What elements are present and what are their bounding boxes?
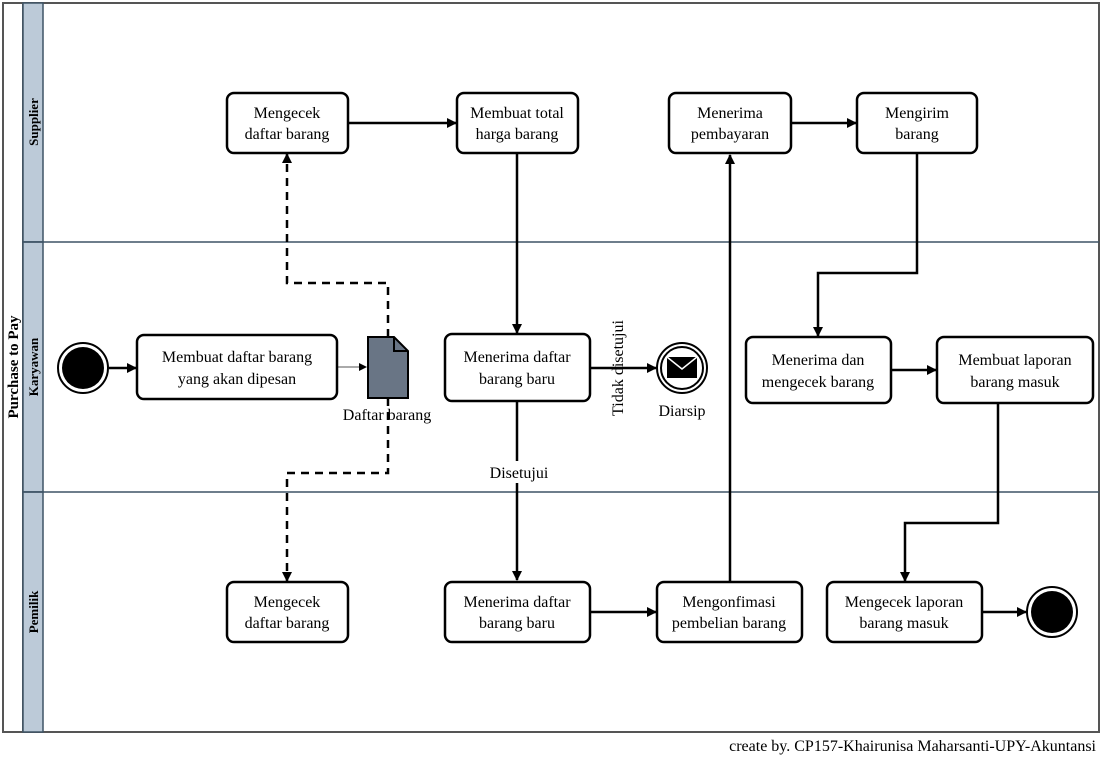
task-text: Mengecek bbox=[254, 594, 321, 611]
task-text: Mengecek laporan bbox=[845, 594, 964, 611]
task-text: Mengecek bbox=[254, 105, 321, 122]
edge-label-disetujui: Disetujui bbox=[490, 465, 549, 482]
lane-label-supplier: Supplier bbox=[26, 98, 41, 146]
task-text: Mengonfimasi bbox=[682, 594, 776, 611]
task-text: pembayaran bbox=[691, 126, 769, 143]
task-supplier-total-harga: Membuat total harga barang bbox=[455, 91, 580, 155]
edge-kirim-to-cek-barang bbox=[813, 154, 919, 337]
task-text: Membuat total bbox=[470, 105, 564, 122]
lane-label-pemilik: Pemilik bbox=[26, 590, 41, 633]
task-pemilik-cek-laporan: Mengecek laporan barang masuk bbox=[825, 580, 984, 644]
task-text: barang masuk bbox=[859, 615, 948, 632]
task-text: Membuat daftar barang bbox=[162, 349, 312, 366]
task-text: mengecek barang bbox=[762, 374, 874, 391]
task-karyawan-laporan: Membuat laporan barang masuk bbox=[935, 335, 1095, 405]
edge-label-tidak-disetujui: Tidak disetujui bbox=[610, 320, 627, 416]
task-text: barang masuk bbox=[970, 374, 1059, 391]
task-text: Menerima dan bbox=[772, 352, 865, 369]
task-pemilik-terima-daftar: Menerima daftar barang baru bbox=[443, 580, 592, 644]
task-text: Menerima daftar bbox=[463, 349, 571, 366]
footer-credit: create by. CP157-Khairunisa Maharsanti-U… bbox=[729, 738, 1096, 755]
task-text: Mengirim bbox=[885, 105, 950, 122]
start-event bbox=[57, 342, 109, 394]
task-text: barang baru bbox=[479, 615, 555, 632]
task-text: Menerima bbox=[697, 105, 763, 122]
end-event bbox=[1026, 586, 1078, 638]
document-icon bbox=[367, 336, 409, 399]
edge-laporan-to-cek-laporan bbox=[900, 404, 1000, 582]
archive-end-event bbox=[656, 342, 708, 394]
task-text: Membuat laporan bbox=[958, 352, 1071, 369]
task-karyawan-buat-daftar: Membuat daftar barang yang akan dipesan bbox=[135, 333, 339, 401]
edge-label-bg-disetujui bbox=[485, 461, 553, 483]
task-text: barang bbox=[895, 126, 939, 143]
task-karyawan-cek-barang: Menerima dan mengecek barang bbox=[744, 335, 893, 405]
task-supplier-cek-daftar: Mengecek daftar barang bbox=[225, 91, 350, 155]
edge-dokumen-to-supplier-cek bbox=[282, 153, 390, 337]
task-pemilik-cek-daftar: Mengecek daftar barang bbox=[225, 580, 350, 644]
lane-label-karyawan: Karyawan bbox=[26, 337, 41, 396]
task-text: barang baru bbox=[479, 371, 555, 388]
pool-title: Purchase to Pay bbox=[6, 315, 22, 419]
task-pemilik-konfirmasi: Mengonfimasi pembelian barang bbox=[655, 580, 804, 644]
task-text: pembelian barang bbox=[672, 615, 786, 632]
archive-label: Diarsip bbox=[658, 403, 705, 420]
task-supplier-kirim-barang: Mengirim barang bbox=[855, 91, 979, 155]
task-text: daftar barang bbox=[245, 615, 330, 632]
task-text: Menerima daftar bbox=[463, 594, 571, 611]
task-text: harga barang bbox=[476, 126, 559, 143]
edge-dokumen-to-pemilik-cek bbox=[282, 398, 390, 582]
envelope-icon bbox=[666, 356, 698, 378]
document-label: Daftar barang bbox=[343, 407, 431, 424]
task-karyawan-terima-daftar: Menerima daftar barang baru bbox=[443, 332, 592, 403]
task-text: yang akan dipesan bbox=[178, 371, 296, 388]
document-daftar-barang bbox=[367, 336, 409, 399]
task-supplier-terima-bayar: Menerima pembayaran bbox=[667, 91, 793, 155]
task-text: daftar barang bbox=[245, 126, 330, 143]
